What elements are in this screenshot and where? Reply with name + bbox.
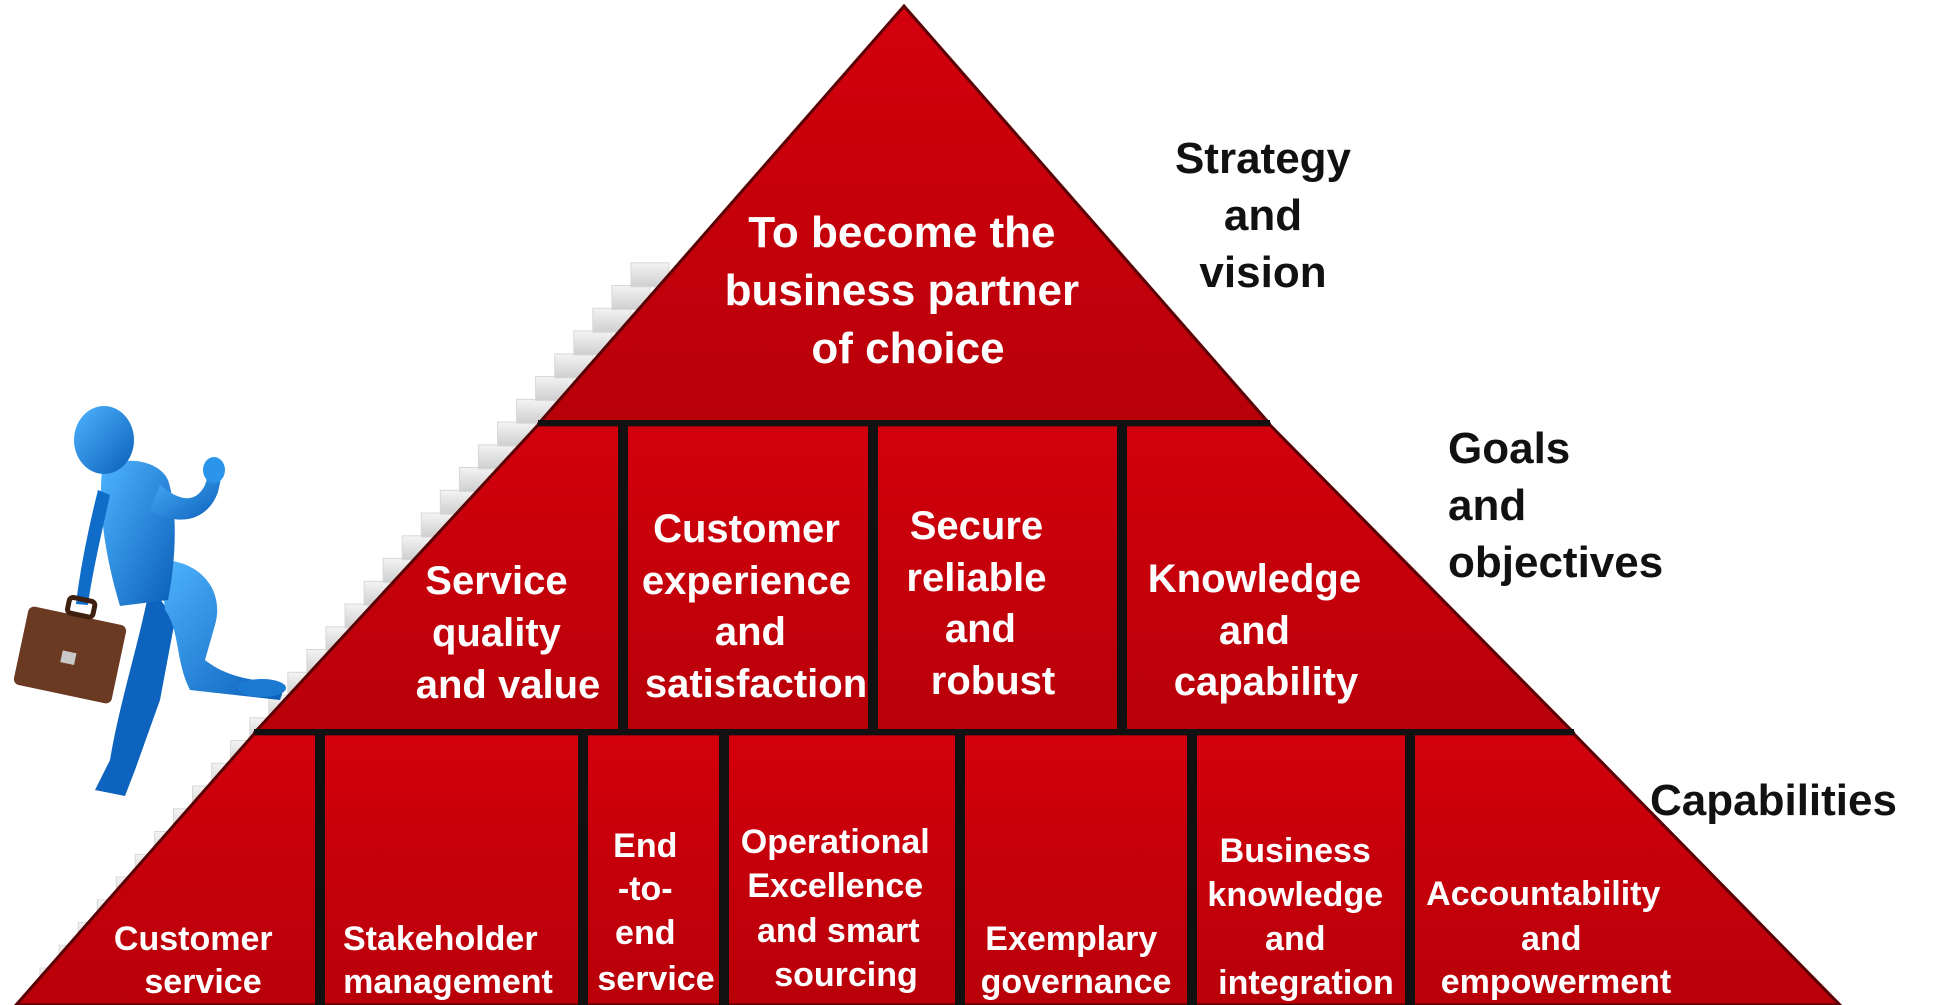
- label-line: Goals: [1448, 424, 1571, 473]
- goal-customer-experience: Customer experience and satisfaction: [642, 507, 867, 706]
- goal-knowledge-capability: Knowledge and capability: [1148, 557, 1372, 704]
- stair-step: [535, 376, 575, 401]
- capability-operational-excellence: Operational Excellence and smart sourcin…: [741, 823, 939, 994]
- capability-exemplary-governance: Exemplary governance: [981, 920, 1172, 1001]
- vision-statement: To become the business partner of choice: [725, 208, 1092, 373]
- pyramid: To become the business partner of choice…: [14, 3, 1843, 1005]
- label-line: Capabilities: [1650, 776, 1897, 825]
- label-strategy-and-vision: Strategy and vision: [1158, 130, 1368, 301]
- label-goals-and-objectives: Goals and objectives: [1448, 420, 1708, 591]
- goal-secure-reliable: Secure reliable and robust: [906, 504, 1057, 703]
- label-capabilities: Capabilities: [1650, 772, 1930, 829]
- capability-customer-service: Customer service: [114, 920, 282, 1001]
- capability-business-knowledge: Business knowledge and integration: [1207, 832, 1393, 1002]
- label-line: Strategy: [1174, 134, 1352, 183]
- capability-end-to-end-service: End -to- end service: [597, 827, 714, 998]
- label-line: and: [1223, 191, 1303, 240]
- label-line: objectives: [1448, 538, 1664, 587]
- capability-accountability-empowerment: Accountability and empowerment: [1426, 875, 1671, 1001]
- pyramid-dividers: [254, 420, 1574, 1005]
- goal-service-quality: Service quality and value: [416, 559, 601, 707]
- capability-stakeholder-management: Stakeholder management: [343, 920, 553, 1001]
- label-line: and: [1448, 481, 1527, 530]
- climbing-figure-illustration: [13, 406, 286, 796]
- label-line: vision: [1199, 248, 1327, 297]
